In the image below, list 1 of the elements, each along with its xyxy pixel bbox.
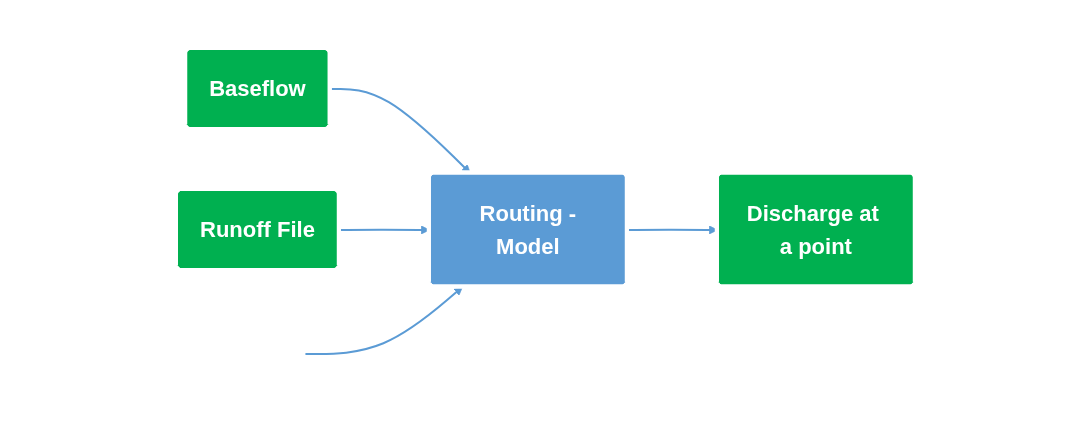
arrow [304, 286, 463, 355]
